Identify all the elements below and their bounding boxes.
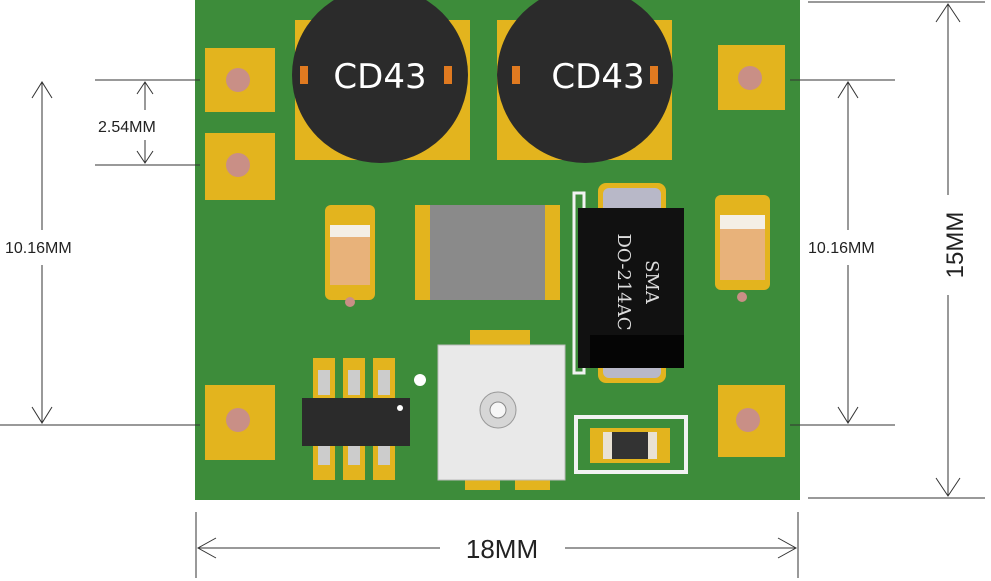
pad-right-top — [718, 45, 785, 110]
dimension-width: 18MM — [195, 512, 799, 578]
dimension-width-label: 18MM — [466, 534, 538, 564]
power-resistor — [415, 205, 560, 300]
diode-sma: SMA DO-214AC — [572, 183, 684, 383]
marker-dot — [414, 374, 426, 386]
inductor-label: CD43 — [551, 57, 644, 97]
pad-right-bottom — [718, 385, 785, 457]
smd-small-component — [574, 415, 688, 474]
pad-left-top-1 — [205, 48, 275, 112]
inductor-2: CD43 — [497, 0, 673, 163]
dimension-right-span: 10.16MM — [790, 79, 895, 426]
pad-left-bottom — [205, 385, 275, 460]
ic-sot23-6 — [302, 358, 410, 480]
dimension-height: 15MM — [808, 1, 985, 499]
diode-package-label-2: DO-214AC — [613, 233, 634, 330]
inductor-label: CD43 — [333, 57, 426, 97]
dimension-left-span-label: 10.16MM — [5, 240, 72, 257]
pad-left-top-2 — [205, 133, 275, 200]
inductor-1: CD43 — [292, 0, 470, 163]
dimension-pitch: 2.54MM — [95, 79, 200, 166]
capacitor-right — [715, 195, 770, 302]
dimension-height-label: 15MM — [942, 212, 969, 279]
trimmer-potentiometer — [437, 330, 566, 490]
capacitor-left — [325, 205, 375, 307]
dimension-left-span: 10.16MM — [0, 81, 200, 426]
dimension-right-span-label: 10.16MM — [808, 240, 875, 257]
diode-package-label: SMA — [641, 260, 662, 305]
dimension-pitch-label: 2.54MM — [98, 119, 156, 136]
